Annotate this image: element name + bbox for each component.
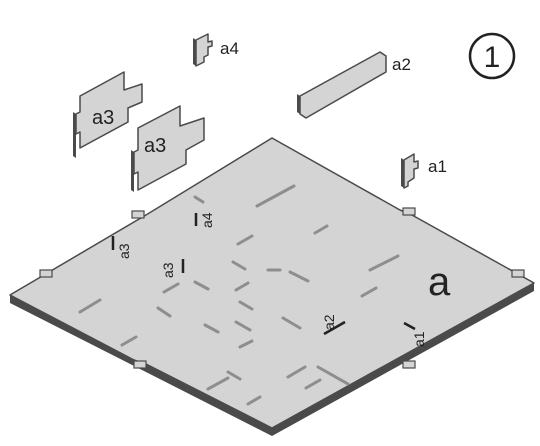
part-label: a3 bbox=[92, 107, 114, 129]
slot-marker-a3-left: a3 bbox=[111, 236, 132, 259]
base-notch-tab bbox=[402, 207, 416, 216]
step-number: 1 bbox=[484, 41, 501, 74]
part-a4: a4 bbox=[193, 33, 239, 67]
slot-marker-label: a2 bbox=[321, 314, 337, 330]
step-badge: 1 bbox=[468, 32, 516, 80]
slot-marker-label: a1 bbox=[411, 331, 427, 347]
base-notch-tab bbox=[402, 360, 416, 369]
base-panel-top-face bbox=[9, 137, 535, 429]
part-label: a2 bbox=[392, 55, 411, 74]
part-label: a1 bbox=[428, 157, 447, 176]
part-a2: a2 bbox=[297, 51, 411, 119]
step-circle bbox=[468, 32, 516, 80]
part-label: a3 bbox=[144, 135, 166, 157]
slot-marker-a1: a1 bbox=[403, 321, 427, 347]
slot-marker-a4: a4 bbox=[194, 212, 215, 228]
base-panel-a: a4 a3 a3 a2 a1 a bbox=[9, 137, 535, 436]
base-notch-tab bbox=[511, 269, 525, 278]
slot-marker-label: a4 bbox=[199, 212, 215, 228]
part-a1: a1 bbox=[401, 153, 447, 189]
part-a3-left: a3 bbox=[73, 71, 143, 158]
slot-marker-label: a3 bbox=[160, 262, 176, 278]
base-notch-tab bbox=[131, 210, 145, 219]
part-a3-right: a3 bbox=[131, 105, 205, 192]
slot-marker-a3-center: a3 bbox=[160, 259, 185, 278]
part-label: a4 bbox=[220, 39, 239, 58]
base-notch-tab bbox=[133, 360, 147, 369]
base-label: a bbox=[428, 260, 451, 304]
base-slots bbox=[78, 184, 400, 406]
base-notch-tab bbox=[39, 269, 53, 278]
slot-marker-a2: a2 bbox=[321, 314, 346, 336]
slot-marker-label: a3 bbox=[116, 243, 132, 259]
